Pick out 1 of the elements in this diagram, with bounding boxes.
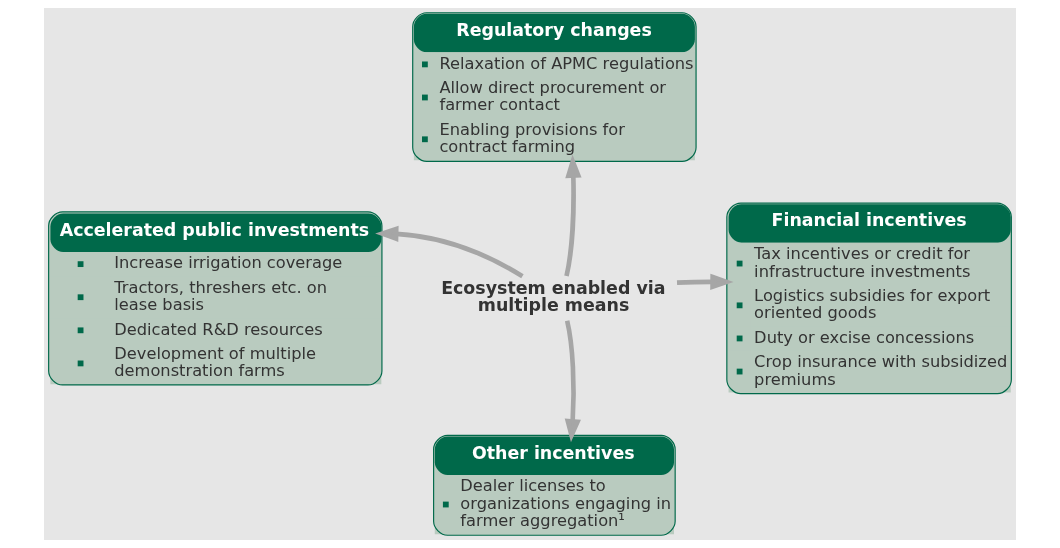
node-text: Ecosystem enabled via multiple means: [441, 277, 666, 316]
